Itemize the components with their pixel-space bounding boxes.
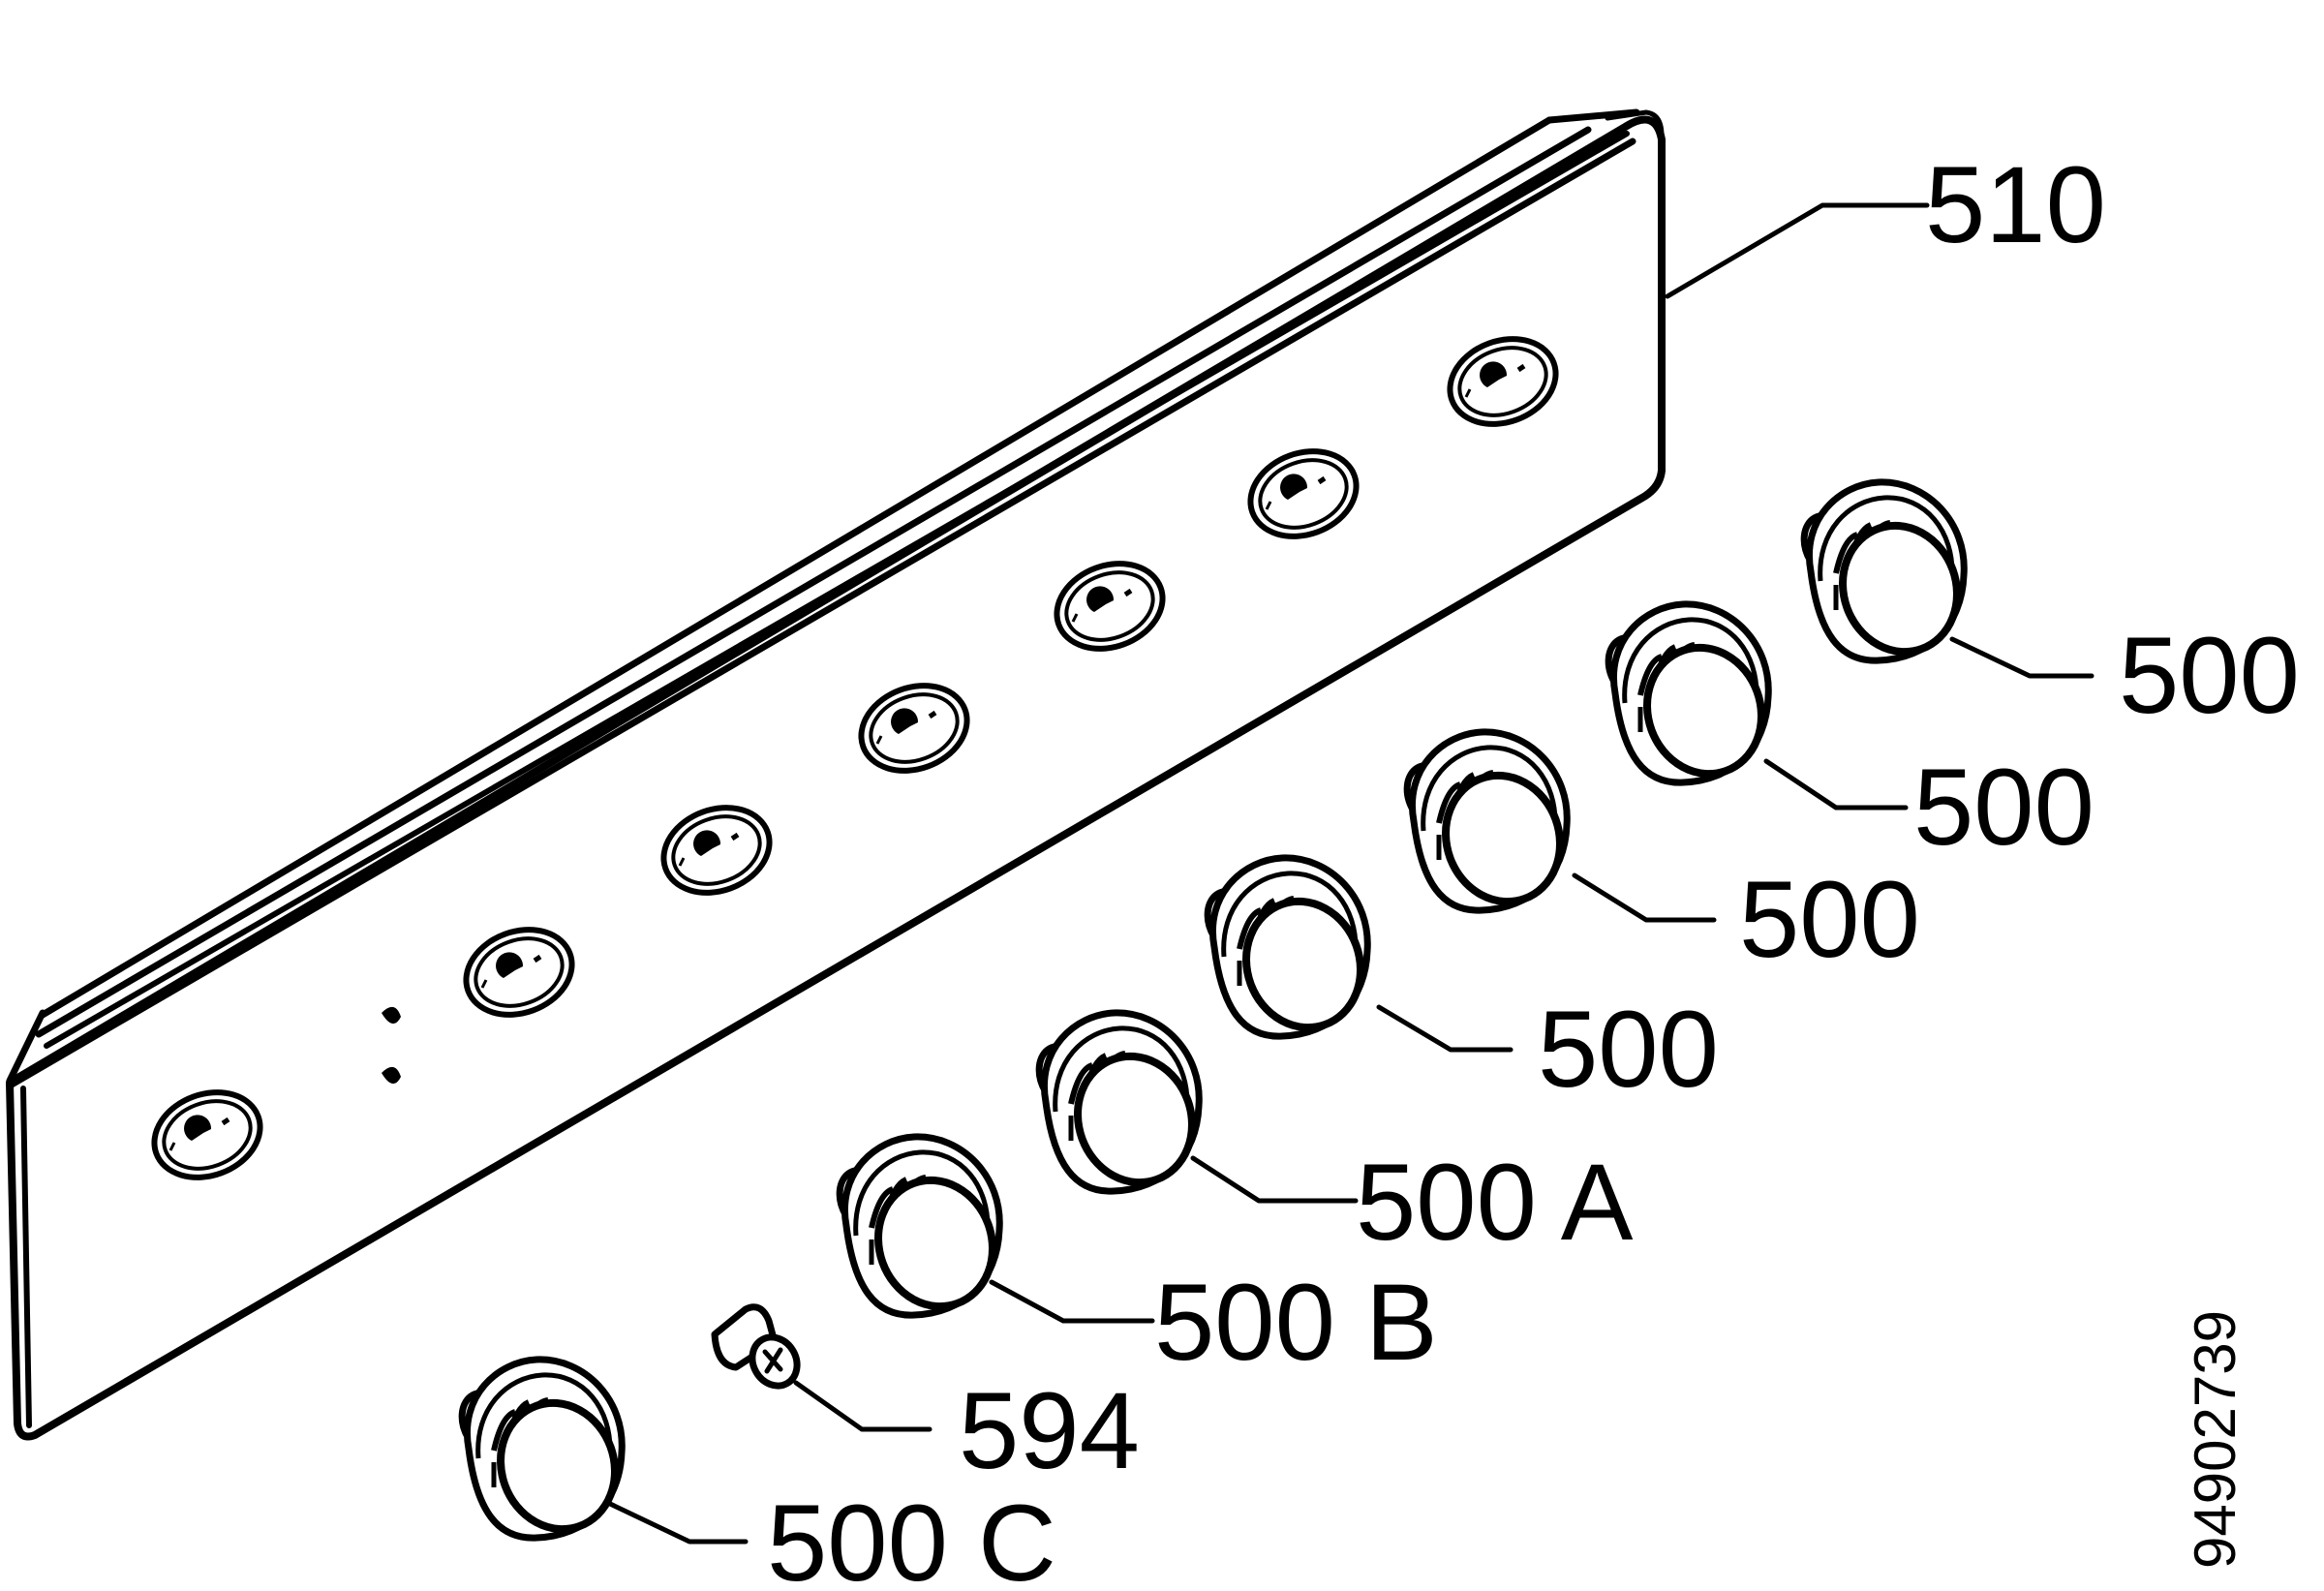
control-knob-icon [1597,604,1779,790]
part-label-knob-1: 500 [2119,615,2300,736]
screw-icon [711,1303,801,1390]
part-label-panel: 510 [1925,144,2106,265]
control-knob-icon [1196,858,1378,1044]
part-label-knob-2: 500 [1913,747,2095,868]
part-labels: 510 500 500 500 500 500 A 500 B 594 500 … [767,144,2300,1591]
knob-hole-icon [454,915,584,1028]
knob-hole-icon [849,671,979,784]
part-label-screw: 594 [959,1370,1140,1491]
drawing-code: 94902739 [2183,1310,2248,1569]
part-label-knob-5: 500 A [1356,1142,1634,1263]
control-knob-icon [1792,482,1974,668]
part-label-knob-7: 500 C [767,1483,1056,1591]
indicator-light-icon [382,1006,401,1025]
knob-hole-icon [1238,437,1368,550]
part-label-knob-3: 500 [1739,859,1920,980]
control-panel [6,108,1666,1441]
leader-lines [605,202,2095,1545]
knob-hole-icon [1438,324,1568,438]
knob-hole-icon [1045,549,1175,662]
control-knob-icon [1027,1013,1209,1199]
control-knob-icon [828,1137,1010,1323]
part-label-knob-4: 500 [1538,989,1719,1110]
knob-hole-icon [142,1078,272,1191]
control-knob-icon [450,1360,632,1545]
part-label-knob-6: 500 B [1154,1262,1438,1383]
control-knob-icon [1395,732,1577,918]
indicator-light-icon [382,1066,401,1085]
knob-hole-icon [652,793,781,906]
